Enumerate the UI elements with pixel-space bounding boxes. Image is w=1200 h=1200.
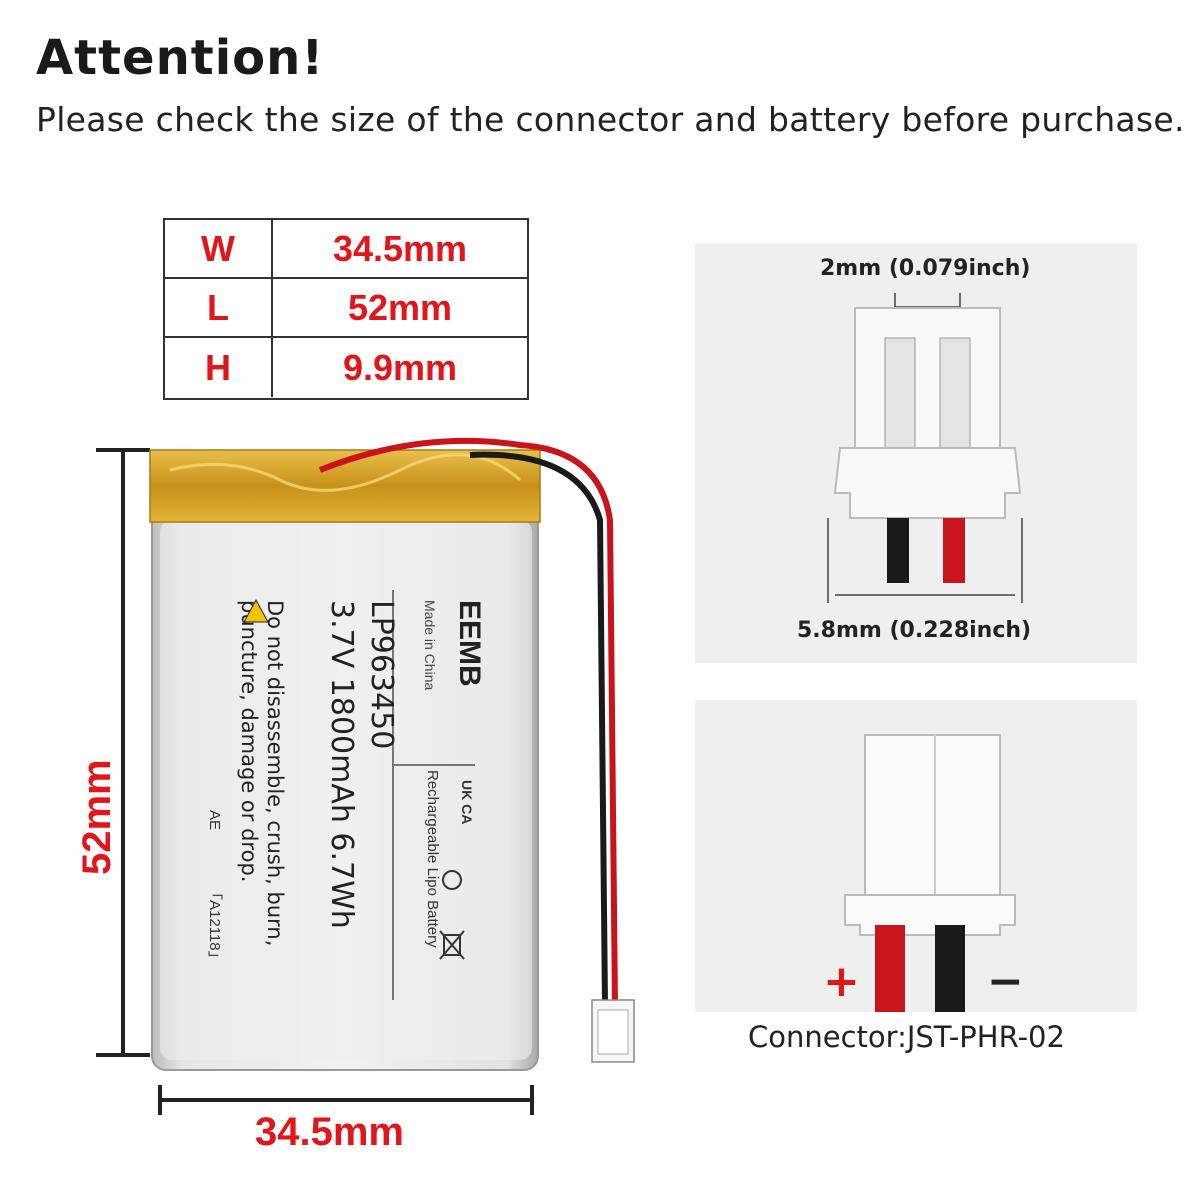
pitch-label: 2mm (0.079inch) xyxy=(820,256,1031,281)
height-dimension-line xyxy=(96,448,150,1057)
dimension-value: 34.5mm xyxy=(332,227,468,269)
dimension-row-width: W 34.5mm xyxy=(165,220,527,279)
minus-sign: − xyxy=(987,956,1024,1007)
dimension-row-height: H 9.9mm xyxy=(165,338,527,397)
page-title: Attention! xyxy=(36,30,325,86)
dimensions-table: W 34.5mm L 52mm H 9.9mm xyxy=(163,218,529,400)
connector-bottom-illustration: + − xyxy=(823,734,1024,1012)
ukca-mark: UK CA xyxy=(459,780,475,824)
warning-icon xyxy=(243,598,269,623)
wire-black xyxy=(887,518,909,583)
dimension-value: 9.9mm xyxy=(342,346,458,388)
wire-red xyxy=(318,437,618,1006)
wire-black xyxy=(935,925,965,1012)
dimension-row-length: L 52mm xyxy=(165,279,527,338)
connector-top-illustration xyxy=(827,293,1023,603)
wire-red xyxy=(875,925,905,1012)
dimension-value: 52mm xyxy=(347,286,453,328)
dimension-key: W xyxy=(165,220,273,277)
made-in-text: Made in China xyxy=(422,600,438,690)
wire-black xyxy=(469,451,608,1006)
battery-type-text: Rechargeable Lipo Battery xyxy=(424,770,441,948)
dimension-key: H xyxy=(165,338,273,397)
waste-bin-icon xyxy=(439,930,465,960)
warning-line-1: Do not disassemble, crush, burn, xyxy=(263,600,287,946)
plus-sign: + xyxy=(823,956,860,1007)
ae-text: AE xyxy=(206,810,223,830)
dimension-key: L xyxy=(165,279,273,336)
battery-illustration: 52mm 34.5mm EEMB Made in China LP963450 … xyxy=(75,437,635,1154)
code-text: 「A12118」 xyxy=(206,885,223,966)
width-dimension-line xyxy=(158,1085,534,1115)
spec-text: 3.7V 1800mAh 6.7Wh xyxy=(324,600,359,929)
wire-red xyxy=(943,518,965,583)
connector-name: Connector:JST-PHR-02 xyxy=(748,1020,1065,1054)
model-text: LP963450 xyxy=(364,600,399,749)
warning-line-2: puncture, damage or drop. xyxy=(237,600,261,882)
width-label: 34.5mm xyxy=(255,1110,404,1154)
page-subtitle: Please check the size of the connector a… xyxy=(36,100,1185,139)
recycle-icon xyxy=(442,870,462,890)
brand-logo: EEMB xyxy=(453,600,486,687)
height-label: 52mm xyxy=(75,759,119,875)
connector-width-label: 5.8mm (0.228inch) xyxy=(797,618,1032,643)
